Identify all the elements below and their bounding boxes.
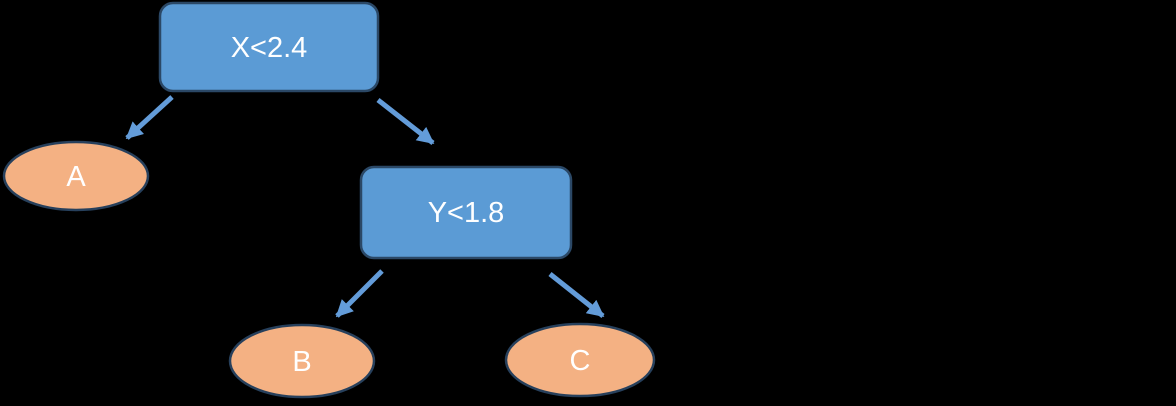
node-split2-label: Y<1.8 [428,197,505,229]
node-leaf-a-shape [2,140,150,212]
node-leaf-a: A [2,140,150,212]
node-leaf-b-label: B [292,346,311,378]
node-root-shape [158,1,380,93]
edge-split2-to-leaf-c [548,272,605,318]
node-split2-shape [359,165,573,260]
node-leaf-b-shape [228,323,376,399]
node-root-decision: X<2.4 [158,1,380,93]
edge-root-to-leaf-a [125,95,174,140]
node-leaf-c-label: C [570,345,591,377]
node-leaf-c-shape [504,322,656,398]
node-leaf-b: B [228,323,376,399]
node-split2-decision: Y<1.8 [359,165,573,260]
node-leaf-c: C [504,322,656,398]
node-root-label: X<2.4 [231,32,308,64]
edge-root-to-split2 [376,98,435,145]
edge-split2-to-leaf-b [335,269,384,318]
node-leaf-a-label: A [66,161,86,193]
